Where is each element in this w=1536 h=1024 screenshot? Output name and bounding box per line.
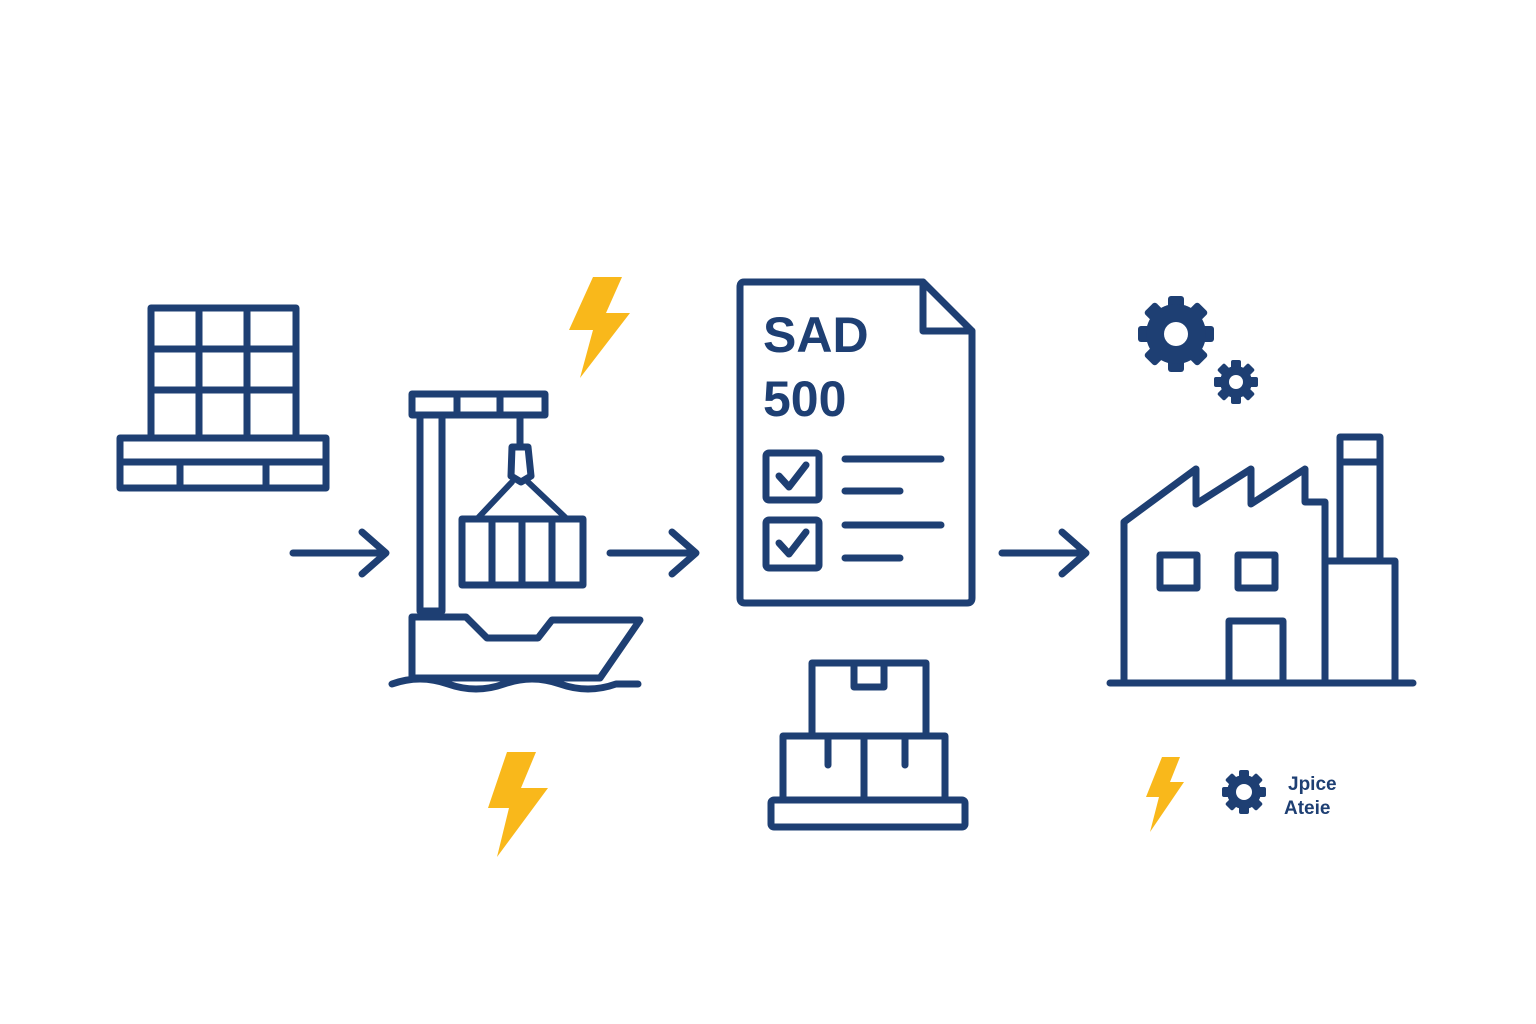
flow-arrow-1 xyxy=(289,528,390,578)
crane-ship-icon xyxy=(388,390,644,693)
customs-document-icon: SAD 500 xyxy=(736,278,976,607)
lightning-bolt-icon xyxy=(569,277,630,378)
flow-arrow-2 xyxy=(606,528,700,578)
logo-text-line1: Jpice xyxy=(1288,774,1337,795)
pallet-grid-icon xyxy=(116,304,330,492)
document-code-line1: SAD xyxy=(763,307,869,363)
factory-icon xyxy=(1106,433,1417,687)
lightning-bolt-icon xyxy=(488,752,548,857)
logo-text-line2: Ateie xyxy=(1284,798,1330,819)
flow-arrow-3 xyxy=(998,528,1090,578)
gears-icon xyxy=(1138,296,1258,404)
document-code-line2: 500 xyxy=(763,371,846,427)
stacked-boxes-icon xyxy=(767,659,969,831)
lightning-bolt-icon xyxy=(1146,757,1184,832)
logo-mark: Jpice Ateie xyxy=(1222,770,1337,819)
